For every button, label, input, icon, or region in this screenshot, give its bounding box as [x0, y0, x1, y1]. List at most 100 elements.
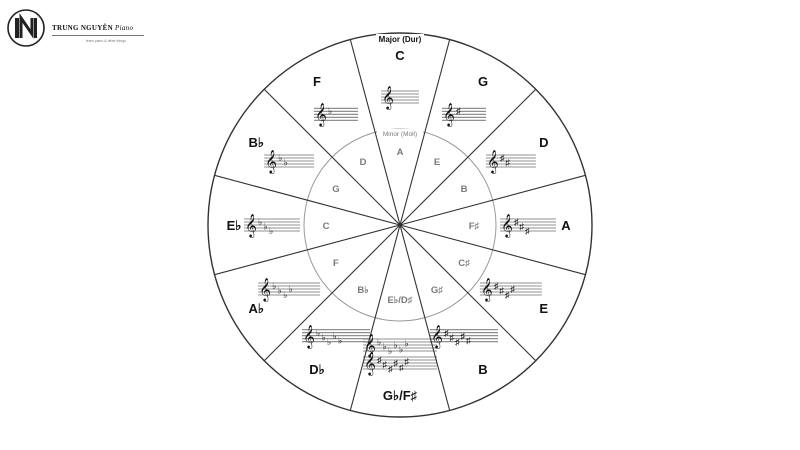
key-signature-staff: 𝄞♯♯♯ — [500, 215, 556, 238]
sharp-icon: ♯ — [505, 158, 510, 168]
flat-icon: ♭ — [264, 222, 268, 232]
sharp-icon: ♯ — [399, 363, 404, 373]
key-signature-staff: 𝄞♭♭ — [264, 151, 315, 174]
minor-key-label: C — [323, 221, 330, 232]
piano-logo-icon — [7, 9, 45, 47]
major-key-label: E — [539, 301, 548, 316]
flat-icon: ♭ — [338, 335, 342, 345]
major-key-label: D — [539, 135, 548, 150]
major-key-label: G♭/F♯ — [383, 388, 417, 403]
key-signature-staff: 𝄞♭♭♭♭♭ — [302, 326, 370, 349]
minor-key-label: G♯ — [431, 285, 443, 296]
treble-clef-icon: 𝄞 — [245, 215, 257, 238]
flat-icon: ♭ — [394, 340, 398, 350]
sector-divider — [263, 88, 401, 226]
minor-key-label: F — [333, 258, 339, 269]
sharp-icon: ♯ — [466, 335, 471, 345]
treble-clef-icon: 𝄞 — [382, 87, 394, 110]
major-key-label: B — [478, 362, 487, 377]
flat-icon: ♭ — [283, 290, 287, 300]
flat-icon: ♭ — [383, 342, 387, 352]
sharp-icon: ♯ — [405, 357, 410, 367]
treble-clef-icon: 𝄞 — [487, 151, 499, 174]
sharp-icon: ♯ — [525, 226, 530, 236]
major-key-label: F — [313, 74, 321, 89]
outer-title: Major (Dur) — [379, 35, 422, 44]
center-point — [398, 223, 402, 227]
sharp-icon: ♯ — [377, 355, 382, 365]
flat-icon: ♭ — [272, 281, 276, 291]
flat-icon: ♭ — [377, 337, 381, 347]
flat-icon: ♭ — [322, 332, 326, 342]
major-key-label: A — [561, 218, 571, 233]
key-signature-staff: 𝄞♯♯ — [485, 151, 536, 174]
key-signature-staff: 𝄞♭♭♭♭♭♭ — [363, 335, 437, 358]
sharp-icon: ♯ — [388, 364, 393, 374]
treble-clef-icon: 𝄞 — [501, 215, 513, 238]
treble-clef-icon: 𝄞 — [481, 279, 493, 302]
major-key-label: G — [478, 74, 488, 89]
sharp-icon: ♯ — [500, 153, 505, 163]
flat-icon: ♭ — [405, 339, 409, 349]
sharp-icon: ♯ — [450, 332, 455, 342]
flat-icon: ♭ — [333, 331, 337, 341]
treble-clef-icon: 𝄞 — [364, 335, 376, 358]
major-key-label: B♭ — [248, 135, 264, 150]
flat-icon: ♭ — [328, 106, 332, 116]
treble-clef-icon: 𝄞 — [364, 353, 376, 376]
minor-key-label: C♯ — [458, 258, 470, 269]
sector-divider — [399, 174, 586, 226]
key-signature-staff: 𝄞♯♯♯♯ — [479, 279, 542, 302]
sharp-icon: ♯ — [520, 222, 525, 232]
sharp-icon: ♯ — [505, 290, 510, 300]
brand-tagline: learn piano & other things — [86, 39, 126, 43]
minor-key-label: F♯ — [469, 221, 480, 232]
treble-clef-icon: 𝄞 — [431, 326, 443, 349]
sector-divider — [399, 224, 537, 362]
minor-key-label: E — [434, 157, 440, 168]
sector-divider — [263, 224, 401, 362]
inner-title-backdrop — [377, 129, 423, 138]
sector-divider — [214, 224, 401, 276]
sector-divider — [349, 224, 401, 411]
brand-name: TRUNG NGUYÊN Piano — [52, 24, 134, 32]
minor-key-label: B♭ — [357, 285, 369, 296]
inner-title: Minor (Moll) — [383, 131, 417, 138]
treble-clef-icon: 𝄞 — [265, 151, 277, 174]
flat-icon: ♭ — [289, 284, 293, 294]
key-signature-staff: 𝄞♭♭♭ — [244, 215, 300, 238]
treble-clef-icon: 𝄞 — [303, 326, 315, 349]
sharp-icon: ♯ — [514, 217, 519, 227]
key-signature-staff: 𝄞♯♯♯♯♯ — [430, 326, 498, 349]
major-key-label: D♭ — [309, 362, 325, 377]
flat-icon: ♭ — [284, 158, 288, 168]
minor-key-label: G — [332, 184, 339, 195]
treble-clef-icon: 𝄞 — [315, 104, 327, 127]
key-signature-staff: 𝄞♯ — [442, 104, 486, 127]
flat-icon: ♭ — [269, 226, 273, 236]
sharp-icon: ♯ — [455, 337, 460, 347]
key-signature-staff: 𝄞♯♯♯♯♯♯ — [363, 353, 437, 376]
flat-icon: ♭ — [258, 217, 262, 227]
sector-divider — [399, 39, 451, 226]
major-key-label: E♭ — [227, 218, 242, 233]
title-backdrop — [376, 34, 424, 44]
sector-divider — [214, 174, 401, 226]
sector-divider — [399, 224, 586, 276]
sharp-icon: ♯ — [494, 281, 499, 291]
key-signature-staff: 𝄞 — [381, 87, 419, 110]
key-signature-staff: 𝄞♭♭♭♭ — [258, 279, 321, 302]
sector-divider — [399, 88, 537, 226]
key-signature-staff: 𝄞♭ — [314, 104, 358, 127]
sharp-icon: ♯ — [444, 328, 449, 338]
sector-divider — [349, 39, 401, 226]
sharp-icon: ♯ — [510, 284, 515, 294]
treble-clef-icon: 𝄞 — [443, 104, 455, 127]
sharp-icon: ♯ — [461, 331, 466, 341]
flat-icon: ♭ — [327, 337, 331, 347]
flat-icon: ♭ — [388, 346, 392, 356]
sharp-icon: ♯ — [456, 106, 461, 116]
brand-logo: TRUNG NGUYÊN Piano learn piano & other t… — [6, 8, 146, 48]
major-key-label: A♭ — [248, 301, 264, 316]
